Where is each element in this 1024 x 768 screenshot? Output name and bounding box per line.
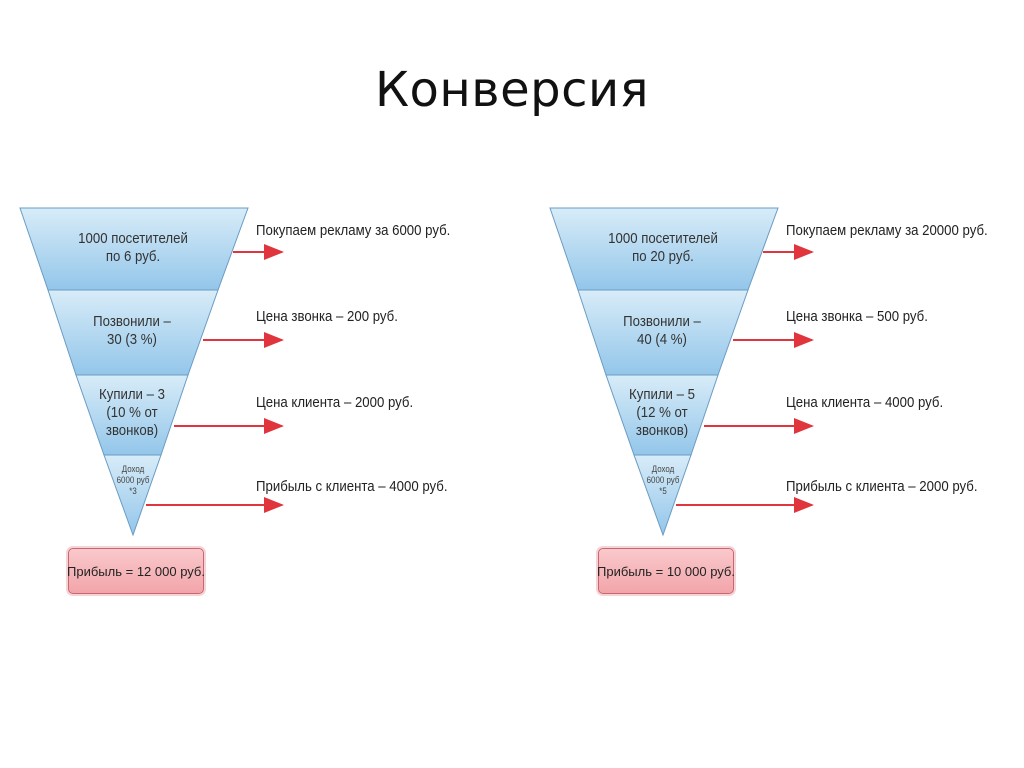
note-client-profit: Прибыль с клиента – 2000 руб. [786, 478, 978, 495]
stage-3-label: Купили – 5 (12 % от звонков) [629, 386, 695, 439]
stage-1-label: 1000 посетителей по 6 руб. [78, 230, 188, 265]
profit-result-box: Прибыль = 12 000 руб. [67, 548, 205, 594]
stage-1-label: 1000 посетителей по 20 руб. [608, 230, 718, 265]
stage-2-label: Позвонили – 40 (4 %) [623, 313, 701, 348]
note-client-price: Цена клиента – 2000 руб. [256, 394, 414, 411]
note-ad-cost: Покупаем рекламу за 20000 руб. [786, 222, 988, 239]
funnel-right: 1000 посетителей по 20 руб. Позвонили – … [530, 0, 1010, 620]
stage-4-label: Доход 6000 руб *3 [116, 464, 150, 496]
stage-3-label: Купили – 3 (10 % от звонков) [99, 386, 165, 439]
funnel-stage-4 [103, 454, 162, 537]
funnel-right-graphic [549, 207, 814, 537]
profit-result-box: Прибыль = 10 000 руб. [597, 548, 735, 594]
funnel-stage-4 [633, 454, 692, 537]
note-client-price: Цена клиента – 4000 руб. [786, 394, 944, 411]
funnel-left-graphic [19, 207, 284, 537]
stage-4-label: Доход 6000 руб *5 [646, 464, 680, 496]
note-client-profit: Прибыль с клиента – 4000 руб. [256, 478, 448, 495]
funnel-left: 1000 посетителей по 6 руб. Позвонили – 3… [0, 0, 480, 620]
note-ad-cost: Покупаем рекламу за 6000 руб. [256, 222, 451, 239]
note-call-price: Цена звонка – 200 руб. [256, 308, 398, 325]
stage-2-label: Позвонили – 30 (3 %) [93, 313, 171, 348]
note-call-price: Цена звонка – 500 руб. [786, 308, 928, 325]
slide-title: Конверсия [374, 62, 650, 118]
